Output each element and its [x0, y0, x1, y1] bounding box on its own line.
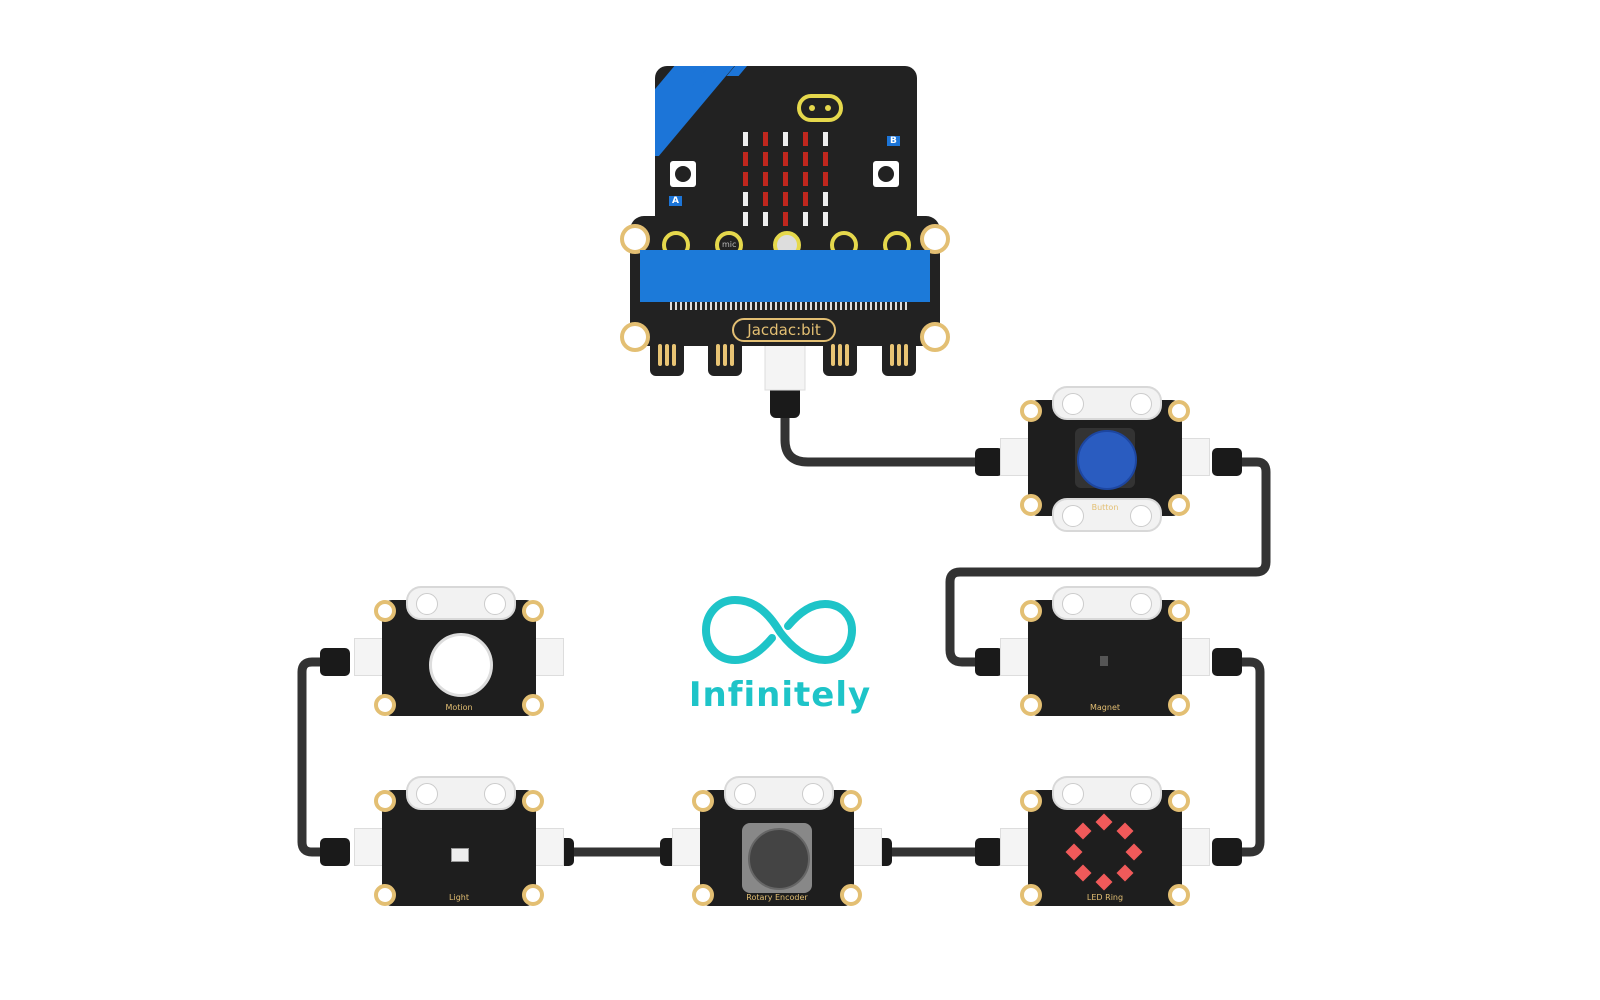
led	[803, 152, 808, 166]
button-b[interactable]	[873, 161, 899, 187]
led	[823, 192, 828, 206]
module-motion[interactable]: Motion	[354, 586, 564, 728]
jacdac-bit-hub: A B mic Jacdac:bit	[620, 66, 950, 376]
led	[823, 152, 828, 166]
cable-magnet-ledring	[1230, 657, 1265, 857]
module-magnet[interactable]: Magnet	[1000, 586, 1210, 728]
microbit-logo	[797, 94, 843, 122]
module-label: LED Ring	[1086, 893, 1124, 902]
mic-label: mic	[722, 240, 737, 249]
module-label: Light	[449, 893, 469, 902]
button-b-label: B	[887, 136, 900, 146]
led	[743, 152, 748, 166]
led	[743, 212, 748, 226]
infinitely-logo-icon	[701, 595, 857, 665]
cable-light-motion	[297, 657, 350, 857]
led	[763, 172, 768, 186]
led	[823, 132, 828, 146]
button-a[interactable]	[670, 161, 696, 187]
led	[763, 152, 768, 166]
module-label: Rotary Encoder	[746, 893, 808, 902]
module-rotary-encoder[interactable]: Rotary Encoder	[672, 776, 882, 918]
module-led-ring[interactable]: LED Ring	[1000, 776, 1210, 918]
led	[783, 132, 788, 146]
led	[743, 172, 748, 186]
led	[803, 192, 808, 206]
led	[803, 212, 808, 226]
module-label: Magnet	[1089, 703, 1120, 712]
led	[763, 212, 768, 226]
led	[783, 192, 788, 206]
led	[823, 172, 828, 186]
led	[803, 172, 808, 186]
cable-hub-button	[780, 395, 1000, 467]
module-light[interactable]: Light	[354, 776, 564, 918]
led	[763, 192, 768, 206]
push-button-cap[interactable]	[1077, 430, 1137, 490]
led	[783, 152, 788, 166]
edge-connector	[640, 250, 930, 302]
led	[823, 212, 828, 226]
cable-button-magnet	[945, 457, 1271, 667]
module-label: Button	[1091, 503, 1119, 512]
module-label: Motion	[445, 703, 473, 712]
led	[743, 192, 748, 206]
module-button[interactable]: Button	[1000, 386, 1210, 532]
brand-name: Infinitely	[688, 675, 872, 715]
microbit-board: A B mic	[655, 66, 917, 266]
led	[743, 132, 748, 146]
button-a-label: A	[669, 196, 682, 206]
led	[783, 172, 788, 186]
led	[803, 132, 808, 146]
hub-name: Jacdac:bit	[732, 318, 836, 342]
led	[783, 212, 788, 226]
rotary-knob[interactable]	[748, 828, 810, 890]
led	[763, 132, 768, 146]
